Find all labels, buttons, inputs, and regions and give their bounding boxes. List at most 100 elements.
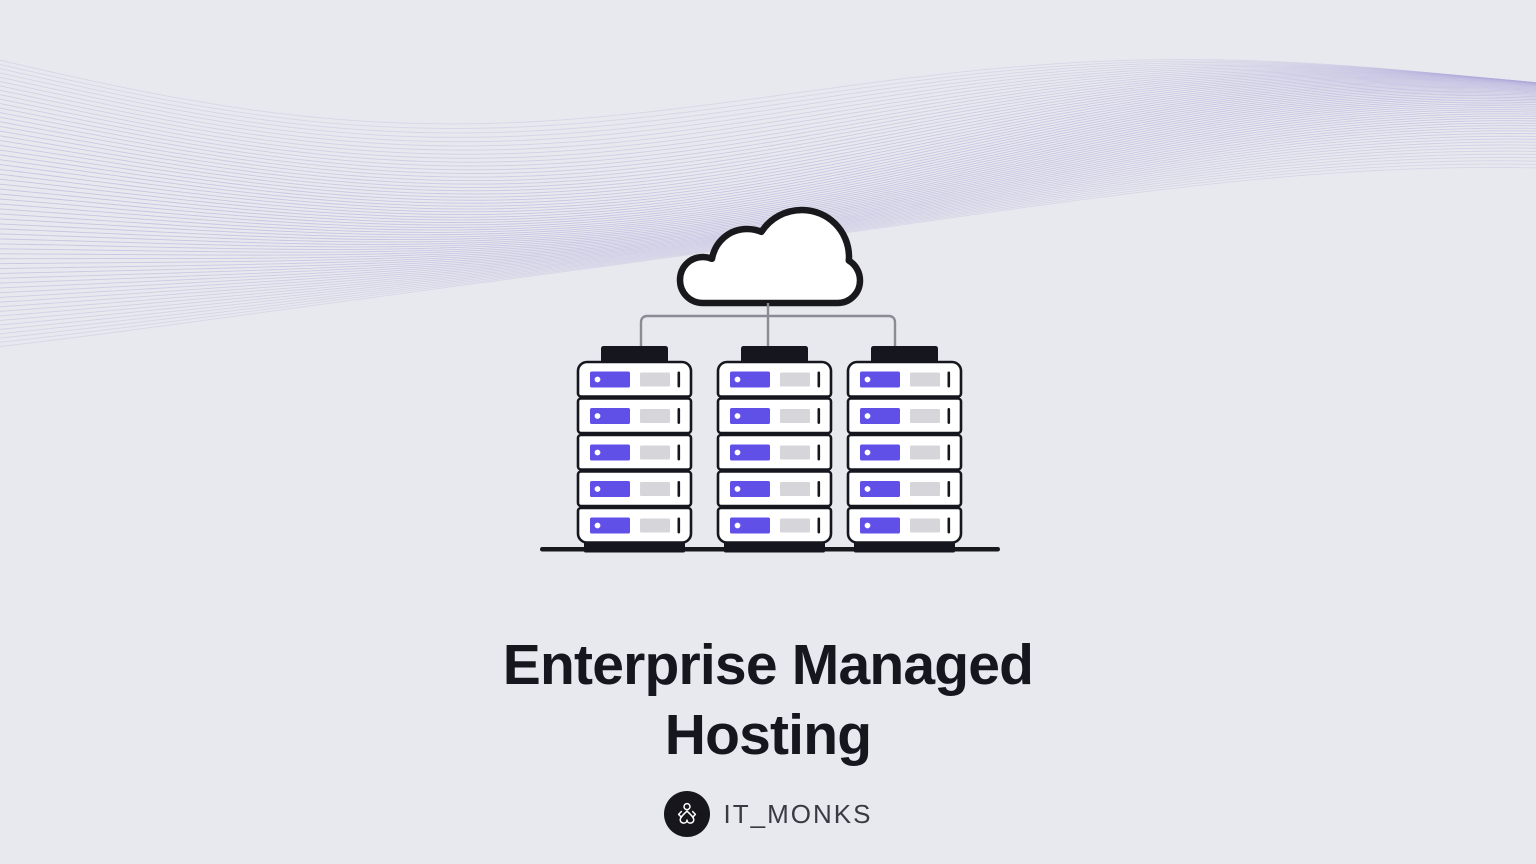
server-unit (716, 470, 833, 508)
server-led-dot (734, 449, 741, 456)
wave-line (0, 75, 1536, 182)
server-slot-bar (910, 445, 940, 460)
cloud-server-illustration (540, 206, 1000, 553)
server-tick-mark (947, 517, 951, 534)
server-unit-shell (716, 506, 833, 544)
server-led-dot (594, 449, 601, 456)
server-led-dot (734, 522, 741, 529)
server-status-bar (730, 481, 770, 497)
server-slot-bar (780, 482, 810, 496)
server-status-bar (730, 371, 770, 388)
server-slot-bar (780, 409, 810, 423)
server-unit (846, 433, 963, 471)
server-unit (576, 360, 693, 398)
server-unit (846, 506, 963, 544)
server-unit-shell (846, 360, 963, 398)
server-led-dot (594, 486, 601, 492)
server-status-bar (590, 481, 630, 497)
wave-line (0, 76, 1536, 185)
server-unit (846, 470, 963, 508)
wave-line (0, 71, 1536, 167)
server-unit-shell (576, 433, 693, 471)
server-slot-bar (780, 445, 810, 460)
server-unit-shell (576, 360, 693, 398)
server-tick-mark (817, 371, 821, 388)
server-led-dot (734, 376, 741, 383)
wave-line (0, 74, 1536, 178)
server-status-bar (860, 408, 900, 424)
server-tick-mark (817, 481, 821, 497)
server-unit-shell (576, 470, 693, 508)
server-unit-shell (846, 397, 963, 435)
server-racks (576, 346, 963, 553)
wave-line (0, 67, 1536, 151)
wave-line (0, 68, 1536, 155)
server-unit-shell (846, 506, 963, 544)
server-tick-mark (817, 444, 821, 461)
server-unit (576, 470, 693, 508)
server-unit-shell (846, 433, 963, 471)
server-unit (576, 506, 693, 544)
server-unit (716, 433, 833, 471)
server-unit (846, 397, 963, 435)
server-unit (576, 397, 693, 435)
page-title: Enterprise Managed Hosting (0, 630, 1536, 770)
server-led-dot (594, 376, 601, 383)
server-tick-mark (677, 481, 681, 497)
wave-line (0, 72, 1536, 171)
server-tick-mark (947, 408, 951, 424)
server-unit (716, 360, 833, 398)
server-slot-bar (910, 482, 940, 496)
server-unit-shell (576, 397, 693, 435)
server-status-bar (860, 444, 900, 461)
server-status-bar (590, 408, 630, 424)
server-slot-bar (910, 518, 940, 533)
rack-right (846, 346, 963, 553)
server-tick-mark (817, 517, 821, 534)
server-led-dot (864, 522, 871, 529)
server-tick-mark (677, 408, 681, 424)
server-slot-bar (910, 372, 940, 387)
server-unit-shell (716, 360, 833, 398)
brand-logo: IT_MONKS (0, 791, 1536, 837)
rack-center (716, 346, 833, 553)
server-slot-bar (640, 372, 670, 387)
server-status-bar (730, 444, 770, 461)
server-status-bar (860, 481, 900, 497)
server-led-dot (734, 413, 741, 419)
wave-line (0, 69, 1536, 159)
server-status-bar (590, 444, 630, 461)
server-unit-shell (716, 433, 833, 471)
wave-line (0, 66, 1536, 147)
server-tick-mark (677, 517, 681, 534)
wave-line (0, 73, 1536, 174)
server-status-bar (860, 371, 900, 388)
rack-top-cap (741, 346, 808, 363)
wave-line (0, 63, 1536, 138)
brand-name: IT_MONKS (723, 798, 873, 829)
rack-top-cap (601, 346, 668, 363)
server-led-dot (864, 413, 871, 419)
server-tick-mark (947, 481, 951, 497)
wave-line (0, 64, 1536, 143)
server-slot-bar (780, 518, 810, 533)
server-slot-bar (640, 409, 670, 423)
server-tick-mark (947, 371, 951, 388)
monk-code-brackets-icon (663, 791, 710, 837)
server-unit (716, 506, 833, 544)
server-slot-bar (910, 409, 940, 423)
wave-line (0, 59, 1536, 125)
server-unit-shell (716, 470, 833, 508)
server-led-dot (864, 376, 871, 383)
server-unit-shell (846, 470, 963, 508)
server-status-bar (730, 517, 770, 534)
monk-glyph (677, 802, 696, 824)
server-status-bar (730, 408, 770, 424)
wave-line (0, 62, 1536, 134)
page-title-line-1: Enterprise Managed (502, 633, 1034, 698)
server-unit (846, 360, 963, 398)
server-led-dot (594, 522, 601, 529)
server-led-dot (594, 413, 601, 419)
server-led-dot (864, 449, 871, 456)
page-title-line-2: Hosting (664, 703, 872, 768)
